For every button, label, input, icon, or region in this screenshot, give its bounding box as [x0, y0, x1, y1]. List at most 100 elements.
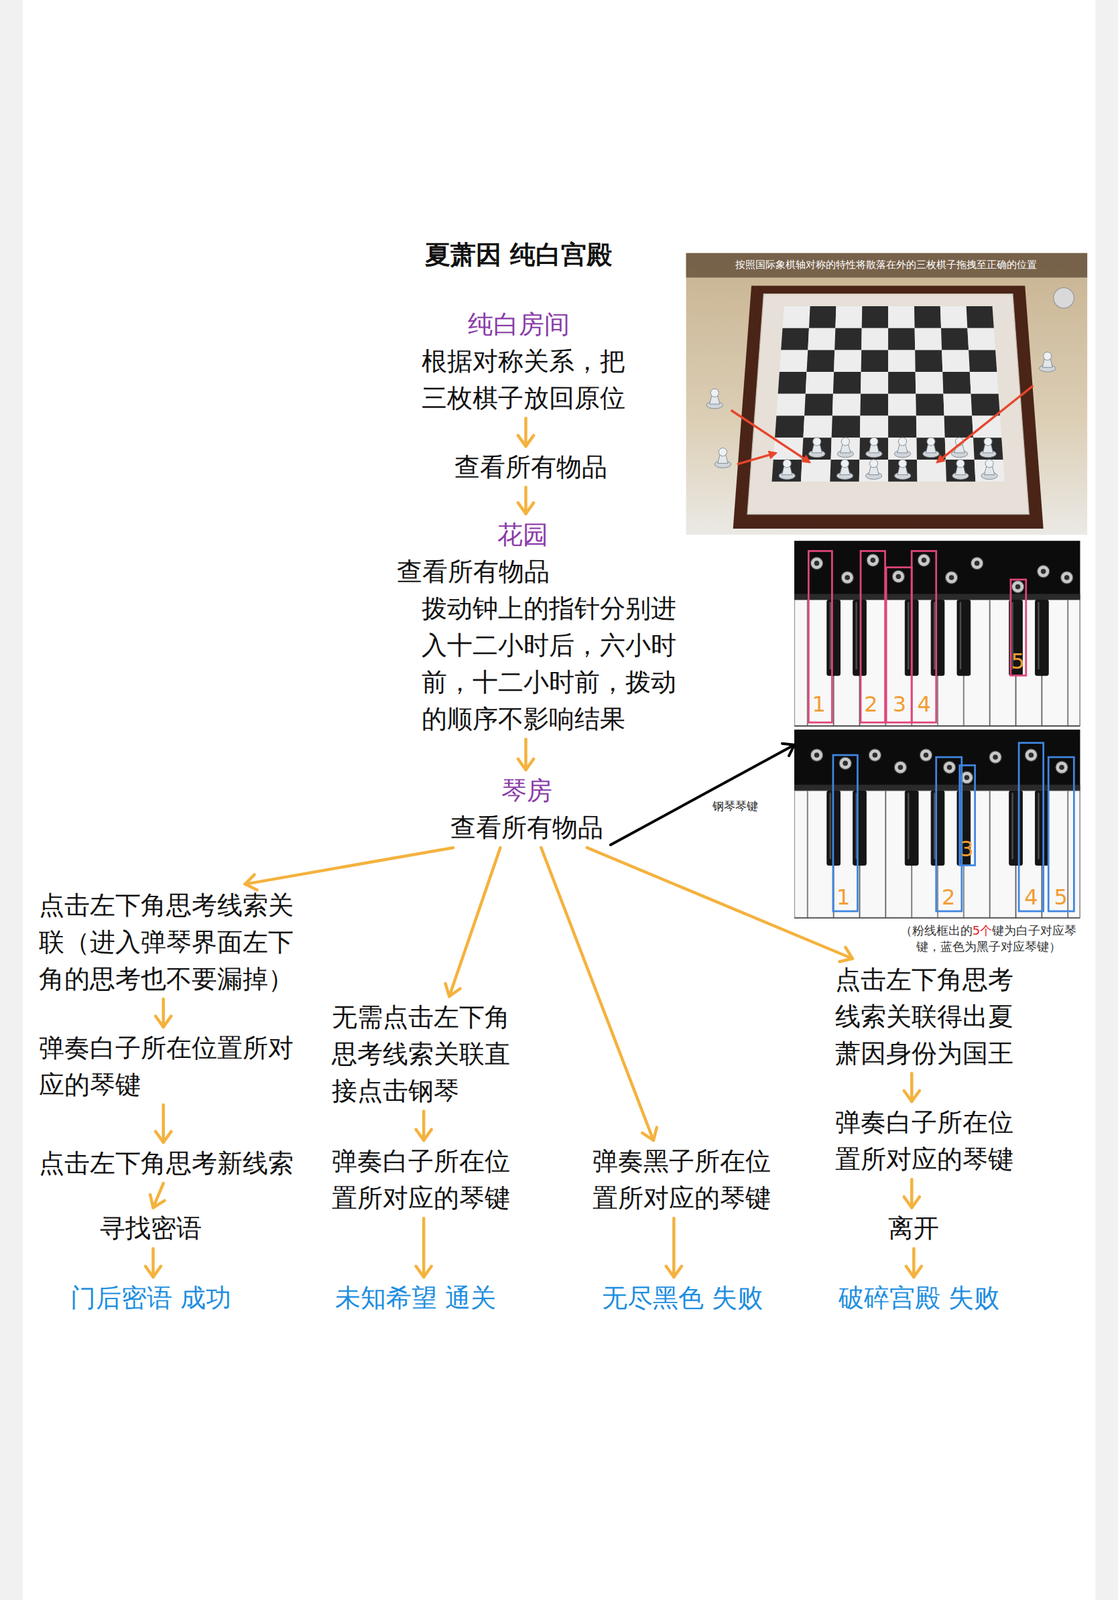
- callout-number: 4: [916, 692, 931, 718]
- piano-leader: [610, 743, 795, 846]
- peg-ring: [810, 749, 823, 762]
- pink-key-frame: [1010, 579, 1027, 676]
- piano-body: [794, 540, 1080, 727]
- callout-number: 2: [863, 692, 878, 718]
- board-square: [859, 394, 889, 417]
- piano-rail: [794, 784, 1080, 791]
- black-key: [1009, 790, 1023, 866]
- peg-core: [844, 575, 850, 581]
- key-shine: [829, 602, 832, 671]
- piece-head: [898, 437, 907, 446]
- board-square: [809, 306, 837, 329]
- blue-key-frame: [1048, 757, 1074, 912]
- flow-arrow: [155, 1105, 171, 1143]
- board-square: [776, 394, 805, 417]
- flow-step: 纯白房间根据对称关系，把 三枚棋子放回原位: [421, 306, 639, 417]
- flow-step: 破碎宫殿 失败: [838, 1280, 1000, 1318]
- peg-core: [842, 760, 848, 767]
- white-key: [794, 600, 808, 726]
- black-key: [1034, 790, 1049, 866]
- black-key: [853, 600, 867, 677]
- piece-head: [841, 437, 850, 446]
- chess-piece: [952, 459, 969, 480]
- flow-arrow: [904, 1073, 920, 1102]
- pink-key-frame: [860, 550, 886, 723]
- board-square: [834, 328, 862, 351]
- peg-ring: [1024, 749, 1037, 762]
- board-square: [944, 416, 974, 439]
- leader-head: [782, 743, 795, 757]
- tuning-peg: [841, 571, 854, 584]
- peg-core: [923, 752, 929, 759]
- arrow-stroke: [155, 1016, 171, 1028]
- chess-piece: [706, 388, 723, 409]
- chess-piece: [865, 459, 882, 480]
- peg-core: [814, 752, 820, 759]
- chess-piece: [714, 448, 731, 469]
- piano-body: [794, 729, 1080, 919]
- white-key: [1068, 600, 1080, 726]
- step-body: 拨动钟上的指针分别进 入十二小时后，六小时 前，十二小时前，拨动 的顺序不影响结…: [421, 590, 690, 738]
- flow-arrow: [540, 847, 657, 1141]
- black-key: [904, 790, 919, 866]
- board-square: [966, 306, 995, 329]
- peg-core: [1064, 575, 1070, 581]
- board-square: [974, 459, 1005, 482]
- piece-head: [983, 437, 992, 446]
- board-square: [888, 306, 915, 329]
- arrow-stroke: [445, 983, 461, 997]
- board-square: [780, 328, 810, 351]
- pink-key-frame: [911, 550, 937, 723]
- step-body: 离开: [888, 1210, 940, 1248]
- flow-step: 花园查看所有物品拨动钟上的指针分别进 入十二小时后，六小时 前，十二小时前，拨动…: [421, 516, 690, 739]
- callout-number: 5: [1011, 649, 1025, 675]
- tuning-peg: [989, 751, 1002, 764]
- flow-arrow: [245, 847, 454, 891]
- board-square: [971, 416, 1002, 439]
- peg-core: [1059, 764, 1065, 771]
- pink-key-frame: [808, 550, 832, 723]
- arrow-stroke: [245, 874, 258, 891]
- black-key: [930, 600, 945, 677]
- tuning-peg: [892, 570, 905, 583]
- board-square: [861, 349, 889, 372]
- step-body: 点击左下角思考新线索: [38, 1145, 294, 1183]
- step-body: 弹奏白子所在位 置所对应的琴键: [835, 1104, 1027, 1179]
- peg-ring: [866, 554, 879, 567]
- chess-piece: [778, 459, 795, 480]
- flow-arrow: [145, 1249, 161, 1278]
- board-square: [802, 416, 832, 439]
- board-square: [971, 394, 1001, 417]
- arrow-stroke: [150, 1195, 165, 1209]
- tuning-peg: [868, 749, 881, 762]
- board-square: [806, 349, 835, 372]
- callout-number: 1: [811, 692, 826, 718]
- flow-arrow: [666, 1218, 682, 1278]
- board-square: [943, 394, 972, 417]
- board-square: [945, 437, 975, 460]
- piece-head: [956, 459, 965, 468]
- board-square: [805, 371, 834, 395]
- key-shine: [1037, 602, 1039, 671]
- outcome-text: 破碎宫殿 失败: [838, 1280, 1000, 1318]
- board-square: [778, 371, 807, 395]
- peg-ring: [839, 757, 852, 770]
- arrow-stroke: [524, 418, 528, 447]
- board-square: [804, 394, 834, 417]
- tuning-peg: [943, 761, 956, 774]
- flow-step: 琴房查看所有物品: [450, 772, 604, 847]
- board-square: [807, 328, 836, 351]
- board-square: [888, 416, 917, 439]
- board-square: [831, 437, 860, 460]
- arrow-stroke: [910, 1073, 914, 1102]
- step-body: 寻找密语: [99, 1210, 202, 1248]
- tuning-peg: [866, 554, 879, 567]
- flow-step: 点击左下角思考 线索关联得出夏 萧因身份为国王: [835, 961, 1027, 1073]
- tuning-peg: [1037, 565, 1050, 578]
- piece-head: [985, 459, 994, 468]
- piece-head: [870, 437, 879, 446]
- black-key: [853, 790, 867, 866]
- board-square: [973, 437, 1003, 460]
- board-frame: [733, 285, 1044, 529]
- arrow-stroke: [904, 1197, 920, 1208]
